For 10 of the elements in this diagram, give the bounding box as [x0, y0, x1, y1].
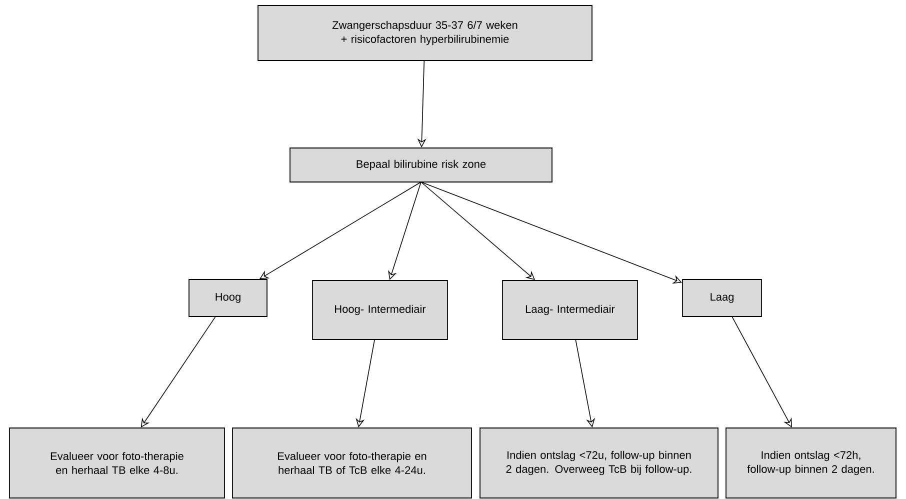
process-box: Zwangerschapsduur 35-37 6/7 weken + risicofactoren hyperbilirubinemie — [258, 5, 592, 61]
process-box: Evalueer voor foto-therapie en herhaal TB elke 4-8u. — [9, 428, 225, 498]
process-box: Hoog — [188, 279, 268, 317]
process-box: Laag — [682, 279, 762, 317]
process-box: Indien ontslag <72h, follow-up binnen 2 dagen. — [726, 428, 896, 498]
process-box: Hoog- Intermediair — [312, 280, 448, 340]
process-box: Laag- Intermediair — [502, 280, 638, 340]
process-box: Evalueer voor foto-therapie en herhaal TB of TcB elke 4-24u. — [232, 428, 472, 498]
process-box: Indien ontslag <72u, follow-up binnen 2 dagen. Overweeg TcB bij follow-up. — [480, 428, 718, 498]
process-box: Bepaal bilirubine risk zone — [290, 148, 552, 182]
